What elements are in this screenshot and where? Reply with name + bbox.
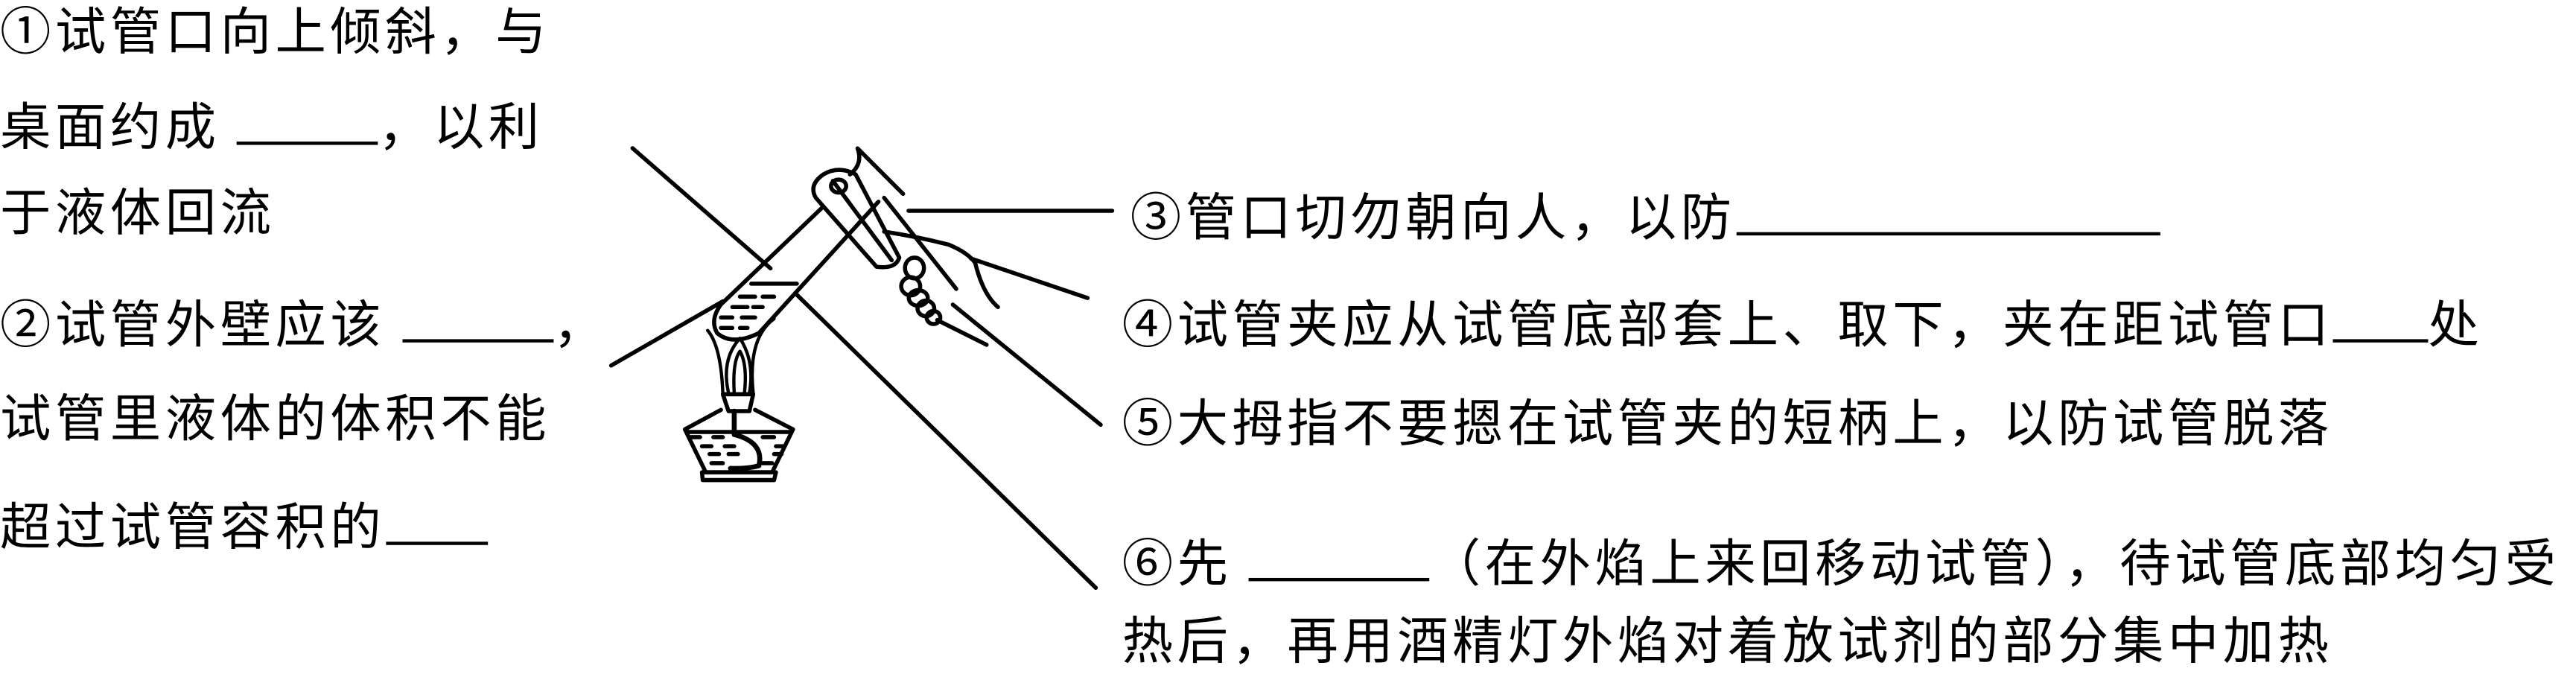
item4-answer-blank[interactable] xyxy=(2332,293,2429,343)
item2-text-b: ， xyxy=(553,296,608,355)
item2-answer-blank-1[interactable] xyxy=(401,293,553,343)
item1-line2: 桌面约成 ，以利 xyxy=(0,95,544,156)
leader-line-5 xyxy=(950,302,1103,428)
item2-text-a: ②试管外壁应该 xyxy=(0,296,402,355)
item4-text-b: 处 xyxy=(2428,296,2484,355)
item6-text-a: ⑥先 xyxy=(1122,535,1250,593)
item2-answer-blank-2[interactable] xyxy=(385,495,488,545)
item2-line2: 试管里液体的体积不能 xyxy=(0,390,551,448)
leader-line-2 xyxy=(608,299,725,368)
item6-text-b: （在外焰上来回移动试管），待试管底部均匀受 xyxy=(1429,535,2560,593)
item6-answer-blank[interactable] xyxy=(1249,532,1430,582)
item3-answer-blank[interactable] xyxy=(1735,186,2160,236)
item2-line3: 超过试管容积的 xyxy=(0,495,488,557)
item6-line1: ⑥先 （在外焰上来回移动试管），待试管底部均匀受 xyxy=(1122,532,2560,593)
item1-answer-blank[interactable] xyxy=(237,95,378,145)
item2-line1: ②试管外壁应该 ， xyxy=(0,293,608,355)
alcohol-lamp-icon xyxy=(685,394,793,480)
item1-text-b: ，以利 xyxy=(378,98,544,157)
flame-icon xyxy=(707,319,774,393)
leader-line-6 xyxy=(792,290,1098,590)
item4-text-a: ④试管夹应从试管底部套上、取下，夹在距试管口 xyxy=(1122,296,2333,355)
leader-line-4 xyxy=(968,256,1090,300)
item3-text: ③管口切勿朝向人，以防 xyxy=(1130,189,1736,247)
leader-line-1 xyxy=(630,146,773,271)
item5-line: ⑤大拇指不要摁在试管夹的短柄上，以防试管脱落 xyxy=(1122,395,2333,453)
item1-text-a: 桌面约成 xyxy=(0,98,238,157)
hand-icon xyxy=(884,232,998,345)
item1-line1: ①试管口向上倾斜，与 xyxy=(0,3,551,61)
item6-line2: 热后，再用酒精灯外焰对着放试剂的部分集中加热 xyxy=(1122,612,2333,670)
item2-text-c: 超过试管容积的 xyxy=(0,498,386,557)
item1-line3: 于液体回流 xyxy=(0,184,276,242)
item3-line: ③管口切勿朝向人，以防 xyxy=(1130,186,2160,247)
item4-line: ④试管夹应从试管底部套上、取下，夹在距试管口 处 xyxy=(1122,293,2484,355)
test-tube-holder-icon xyxy=(813,170,956,289)
